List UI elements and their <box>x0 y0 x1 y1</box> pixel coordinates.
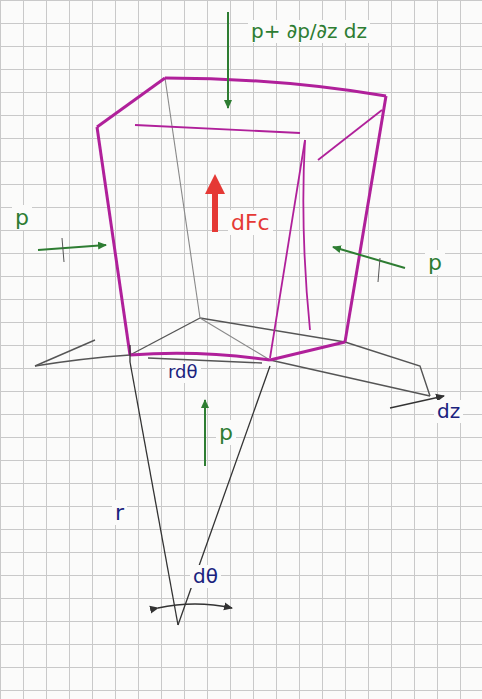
angle-label: dθ <box>190 565 221 588</box>
pressure-bottom-label: p <box>216 420 236 445</box>
radius-label: r <box>112 500 127 525</box>
pressure-top-label: p+ ∂p/∂z dz <box>248 20 370 43</box>
arc-length-label: rdθ <box>165 362 201 383</box>
body-force-label: dFc <box>228 210 273 235</box>
pressure-left-label: p <box>12 205 32 230</box>
pressure-right-label: p <box>425 250 445 275</box>
length-label: dz <box>434 400 463 423</box>
